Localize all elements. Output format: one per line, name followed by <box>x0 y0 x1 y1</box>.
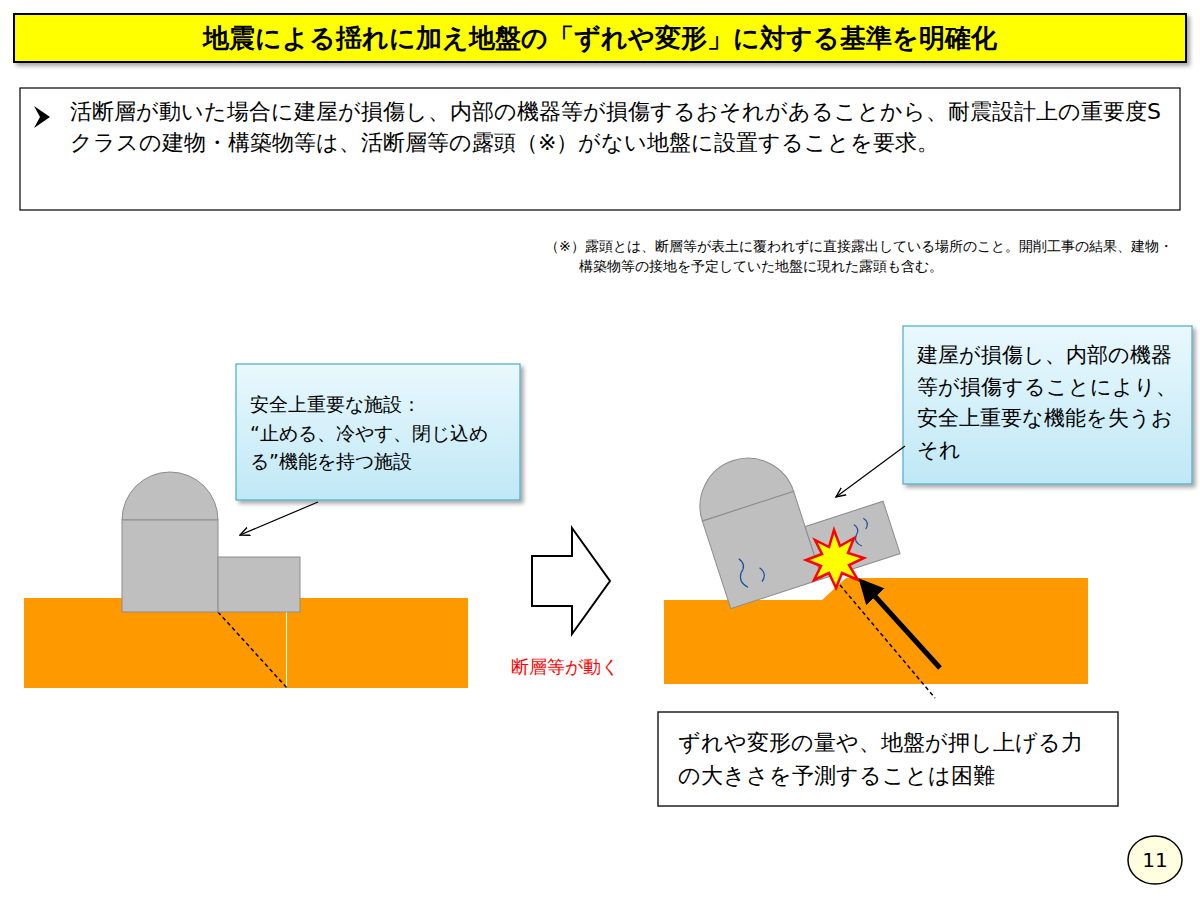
annex-building <box>218 557 300 612</box>
page-title: 地震による揺れに加え地盤の「ずれや変形」に対する基準を明確化 <box>14 14 1186 62</box>
body-text: ずれや変形の量や、地盤が押し上げる力の大きさを予測することは困難 <box>678 726 1104 792</box>
leader-line <box>836 446 905 497</box>
title-bar <box>14 14 1186 62</box>
reactor-dome <box>122 472 218 520</box>
callout-heading: 安全上重要な施設： <box>250 390 508 419</box>
footnote: （※）露頭とは、断層等が表土に覆われずに直接露出している場所のこと。開削工事の結… <box>545 236 1185 277</box>
page-number-badge <box>1128 836 1182 884</box>
ground <box>287 598 468 688</box>
action-label: 断層等が動く <box>480 655 650 678</box>
bullet-frame <box>20 88 1180 210</box>
body-text: “止める、冷やす、閉じ込める”機能を持つ施設 <box>250 419 508 476</box>
callout-frame <box>236 364 520 500</box>
callout-frame <box>903 326 1192 484</box>
page-number: 11 <box>1128 846 1182 874</box>
note-frame <box>658 712 1118 806</box>
uplift-arrow <box>862 582 940 668</box>
note-box: ずれや変形の量や、地盤が押し上げる力の大きさを予測することは困難 <box>658 712 1118 806</box>
leader-line <box>240 502 318 535</box>
impact-burst <box>806 530 864 588</box>
reactor-building <box>122 520 218 612</box>
fault-line <box>218 612 287 688</box>
callout-box: 安全上重要な施設：“止める、冷やす、閉じ込める”機能を持つ施設 <box>236 364 520 500</box>
requirement-box: 活断層が動いた場合に建屋が損傷し、内部の機器等が損傷するおそれがあることから、耐… <box>20 88 1180 210</box>
bullet-symbol <box>34 106 50 128</box>
body-text: 建屋が損傷し、内部の機器等が損傷することにより、安全上重要な機能を失うおそれ <box>917 340 1180 466</box>
callout-box: 建屋が損傷し、内部の機器等が損傷することにより、安全上重要な機能を失うおそれ <box>903 326 1192 484</box>
body-text: 活断層が動いた場合に建屋が損傷し、内部の機器等が損傷するおそれがあることから、耐… <box>70 96 1166 158</box>
fault-line <box>840 585 935 698</box>
damaged-building <box>688 420 901 608</box>
transition-arrow <box>532 528 610 634</box>
